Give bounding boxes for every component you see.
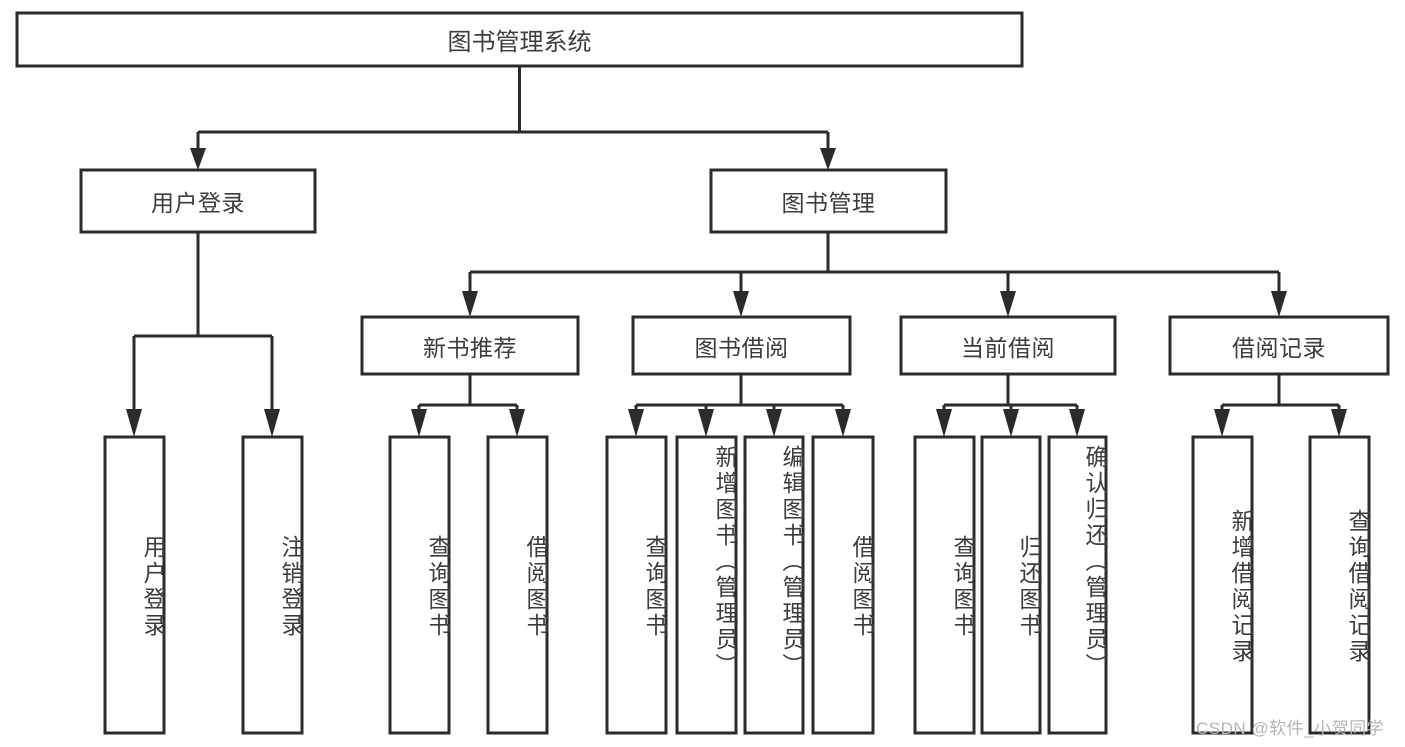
node-box-leaf-query-book-cur[interactable] [913,435,976,735]
arrow-book-manage-to-new-book [462,291,478,317]
arrow-user-login-leaf-1 [126,409,142,437]
node-box-leaf-add-record[interactable] [1191,435,1254,735]
arrow-book-manage-to-book-borrow [733,291,749,317]
node-box-leaf-borrow-book-rec[interactable] [486,435,549,735]
node-box-leaf-query-book-rec[interactable] [388,435,451,735]
node-box-book-manage[interactable] [709,168,948,234]
arrow-book-borrow-leaf-2 [698,409,714,437]
arrow-root-to-book-manage [820,148,836,170]
arrow-new-book-leaf-2 [509,409,525,437]
arrow-current-borrow-leaf-2 [1003,409,1019,437]
arrow-root-to-user-login [190,148,206,170]
csdn-watermark: CSDN @软件_小贺同学 [1196,719,1385,738]
arrow-borrow-record-leaf-2 [1331,409,1347,437]
arrow-book-manage-to-borrow-record [1271,291,1287,317]
node-box-borrow-record[interactable] [1168,315,1390,376]
node-box-leaf-edit-book[interactable] [743,435,805,735]
node-box-root[interactable] [15,11,1024,68]
arrow-book-borrow-leaf-3 [766,409,782,437]
node-box-new-book-recommend[interactable] [360,315,580,376]
node-box-leaf-return-book[interactable] [980,435,1042,735]
arrow-current-borrow-leaf-1 [936,409,952,437]
arrow-new-book-leaf-1 [411,409,427,437]
node-box-leaf-confirm-return[interactable] [1047,435,1108,735]
node-box-current-borrow[interactable] [899,315,1117,376]
arrow-current-borrow-leaf-3 [1069,409,1085,437]
arrow-book-borrow-leaf-4 [835,409,851,437]
node-box-leaf-user-logout[interactable] [241,435,304,735]
arrow-user-login-leaf-2 [264,409,280,437]
arrow-book-borrow-leaf-1 [628,409,644,437]
node-box-user-login[interactable] [79,168,317,234]
node-box-leaf-user-login[interactable] [103,435,166,735]
node-box-leaf-query-book-borrow[interactable] [605,435,668,735]
node-box-book-borrow[interactable] [631,315,852,376]
node-box-leaf-add-book[interactable] [675,435,738,735]
connector-layer [126,66,1347,437]
arrow-book-manage-to-current-borrow [1000,291,1016,317]
node-box-leaf-borrow-book[interactable] [811,435,875,735]
node-layer [15,11,1390,735]
node-box-leaf-query-record[interactable] [1308,435,1371,735]
arrow-borrow-record-leaf-1 [1214,409,1230,437]
